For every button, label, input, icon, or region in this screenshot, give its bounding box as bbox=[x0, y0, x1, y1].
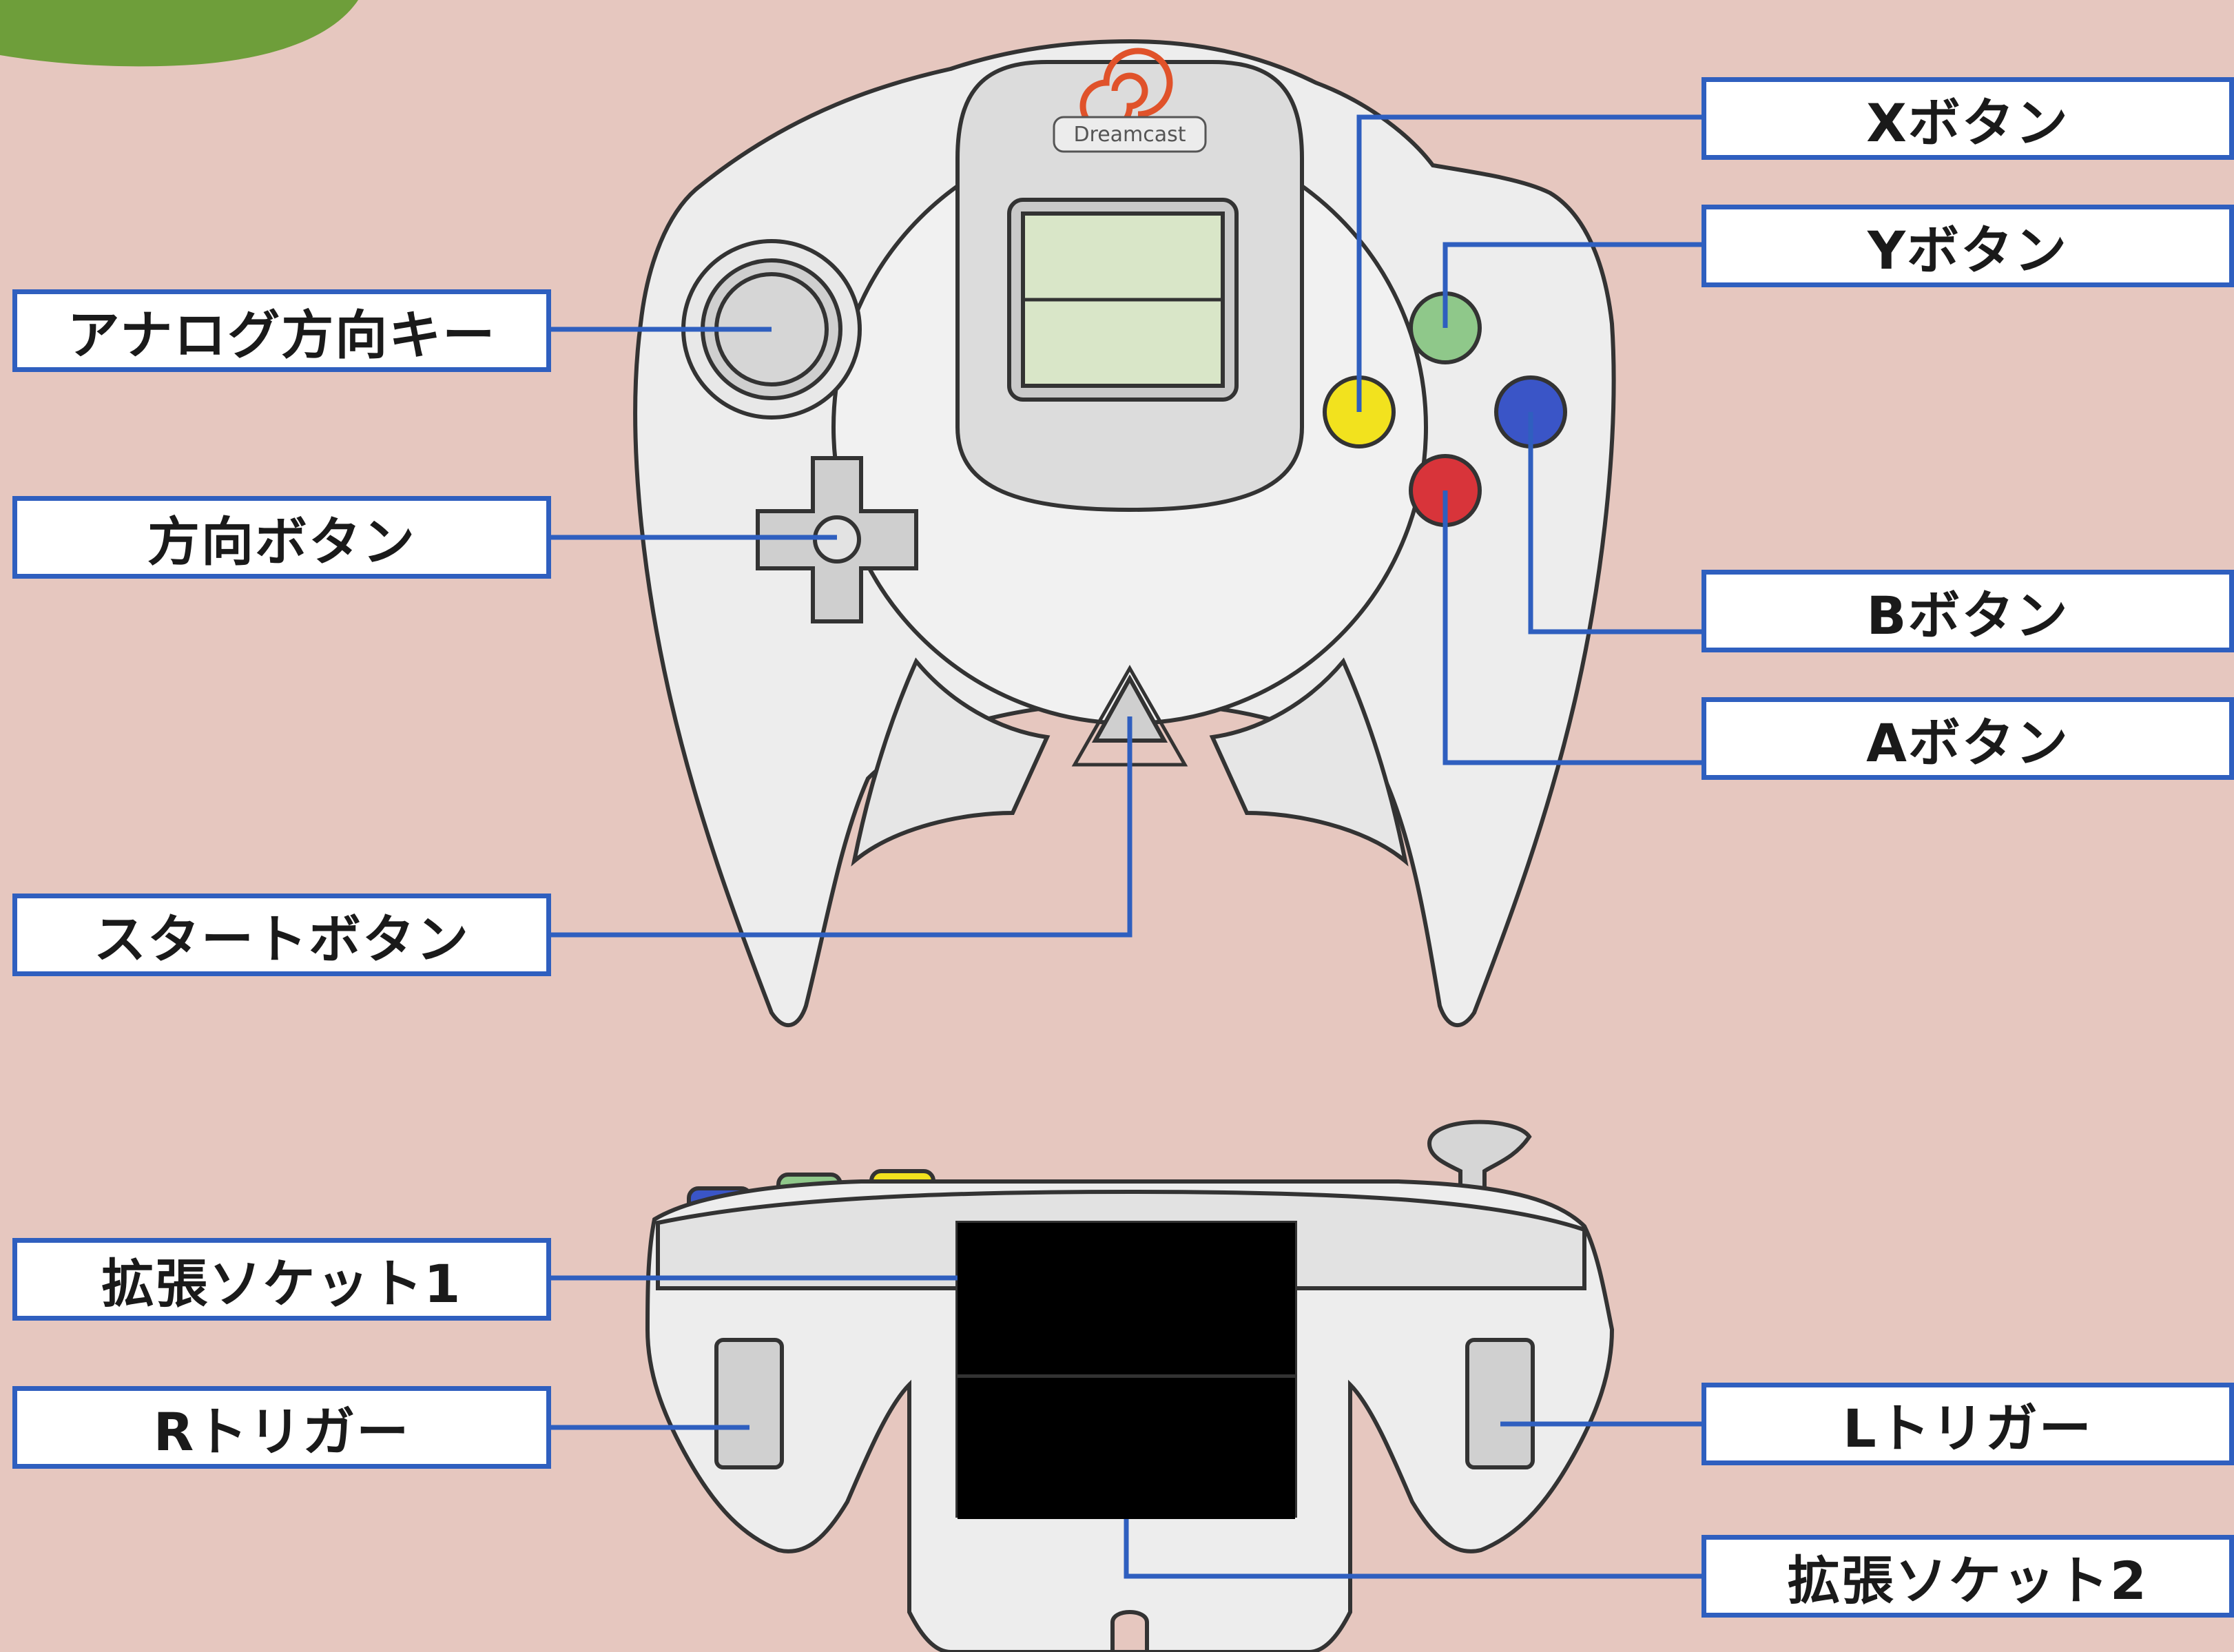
label-dpad: 方向ボタン bbox=[12, 496, 551, 579]
expansion-socket-1-highlight bbox=[958, 1223, 1295, 1374]
controller-top-view bbox=[633, 39, 1616, 1028]
back-view-bottom-notch bbox=[1110, 1610, 1149, 1652]
expansion-socket-2-highlight bbox=[958, 1378, 1295, 1519]
leader-y-button bbox=[1442, 242, 1702, 328]
label-b-button: Bボタン bbox=[1702, 570, 2234, 652]
back-view-analog-stick bbox=[1427, 1119, 1532, 1197]
label-expansion-socket-1: 拡張ソケット1 bbox=[12, 1238, 551, 1321]
label-expansion-socket-2: 拡張ソケット2 bbox=[1702, 1535, 2234, 1618]
controller-grip-left bbox=[851, 657, 1051, 867]
label-analog-stick: アナログ方向キー bbox=[12, 289, 551, 372]
label-start-button: スタートボタン bbox=[12, 894, 551, 976]
callout-lines bbox=[550, 114, 1702, 1579]
controller-grip-right bbox=[1209, 657, 1409, 867]
label-x-button: Xボタン bbox=[1702, 77, 2234, 160]
label-r-trigger: Rトリガー bbox=[12, 1386, 551, 1469]
r-trigger-shape bbox=[714, 1338, 784, 1469]
decorative-green-blob bbox=[0, 0, 358, 67]
leader-b-button bbox=[1528, 412, 1702, 634]
dreamcast-swirl-icon bbox=[1079, 48, 1173, 133]
label-y-button: Yボタン bbox=[1702, 205, 2234, 287]
l-trigger-shape bbox=[1465, 1338, 1535, 1469]
dreamcast-logo-plate bbox=[1053, 116, 1207, 153]
label-l-trigger: Lトリガー bbox=[1702, 1383, 2234, 1465]
leader-expansion2 bbox=[1124, 1519, 1702, 1579]
label-a-button: Aボタン bbox=[1702, 697, 2234, 780]
dreamcast-logo: Dreamcast bbox=[1053, 48, 1207, 153]
leader-a-button bbox=[1442, 491, 1702, 765]
dreamcast-logo-text: Dreamcast bbox=[1073, 123, 1186, 147]
leader-start bbox=[550, 716, 1132, 938]
leader-x-button bbox=[1356, 114, 1702, 412]
